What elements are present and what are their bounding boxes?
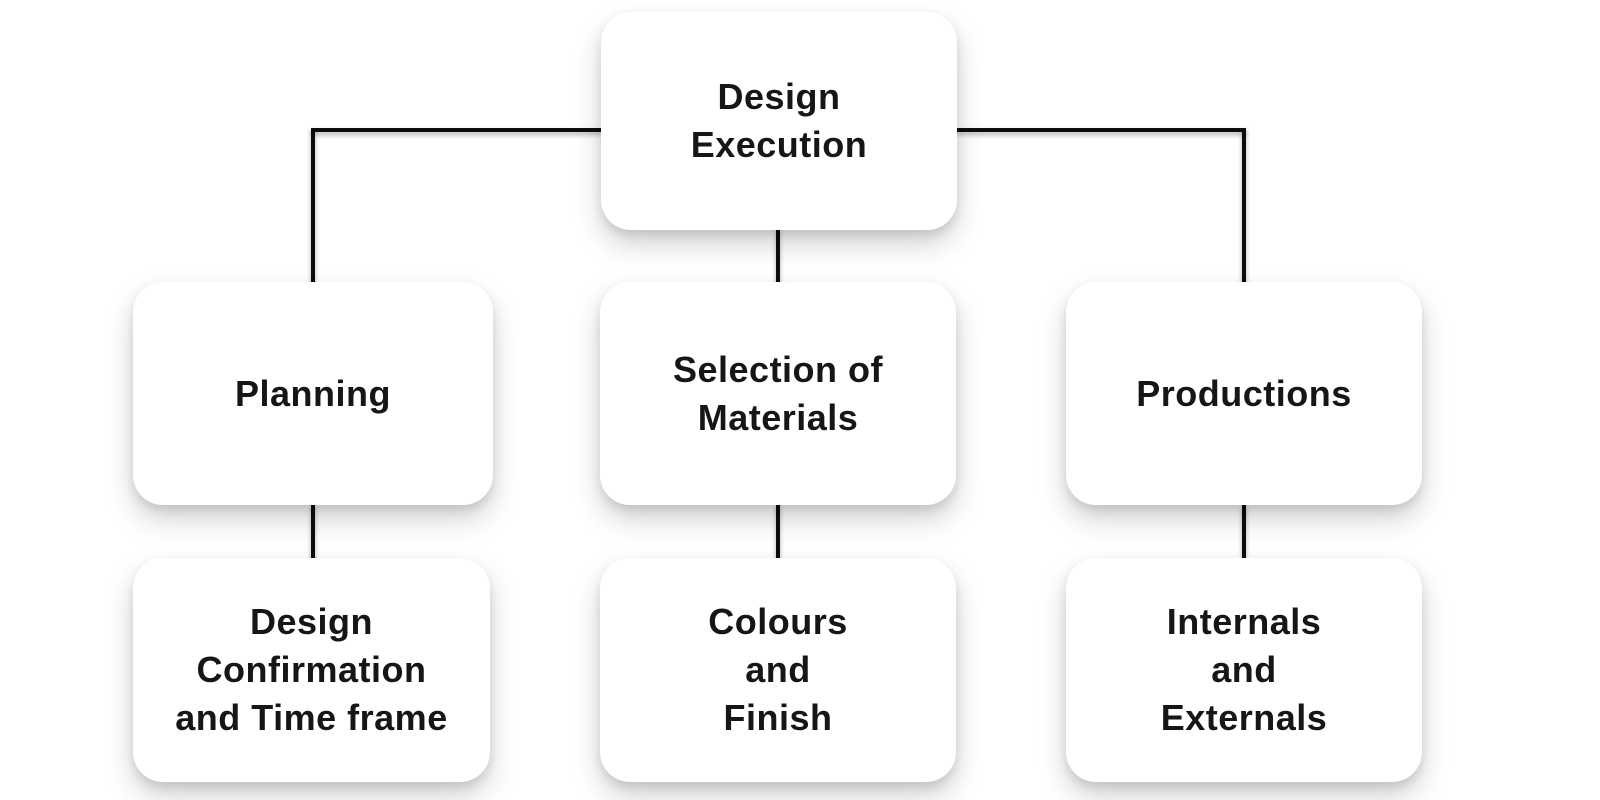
- connector-root-to-materials-vertical: [776, 228, 780, 284]
- node-planning-label: Planning: [235, 372, 391, 414]
- connector-root-to-productions-vertical: [1242, 128, 1246, 284]
- connector-productions-to-internals-externals: [1242, 503, 1246, 560]
- node-colours-and-finish: Colours and Finish: [600, 558, 956, 782]
- node-internals-and-externals-label: Internals and Externals: [1160, 601, 1328, 738]
- node-internals-and-externals: Internals and Externals: [1066, 558, 1422, 782]
- node-design-execution-label: Design Execution: [690, 76, 868, 165]
- node-selection-of-materials-label: Selection of Materials: [672, 348, 884, 438]
- node-design-confirmation-time-frame-label: Design Confirmation and Time frame: [175, 601, 448, 738]
- node-selection-of-materials: Selection of Materials: [600, 282, 956, 505]
- node-productions-label: Productions: [1136, 372, 1352, 414]
- node-design-confirmation-time-frame: Design Confirmation and Time frame: [133, 558, 490, 782]
- node-design-execution: Design Execution: [601, 12, 957, 230]
- connector-root-to-planning-vertical: [311, 128, 315, 284]
- node-productions: Productions: [1066, 282, 1422, 505]
- connector-root-to-productions-horizontal: [955, 128, 1246, 132]
- connector-root-to-planning-horizontal: [311, 128, 603, 132]
- node-colours-and-finish-label: Colours and Finish: [708, 601, 848, 738]
- connector-planning-to-design-confirmation: [311, 503, 315, 560]
- node-planning: Planning: [133, 282, 493, 505]
- connector-materials-to-colours-finish: [776, 503, 780, 560]
